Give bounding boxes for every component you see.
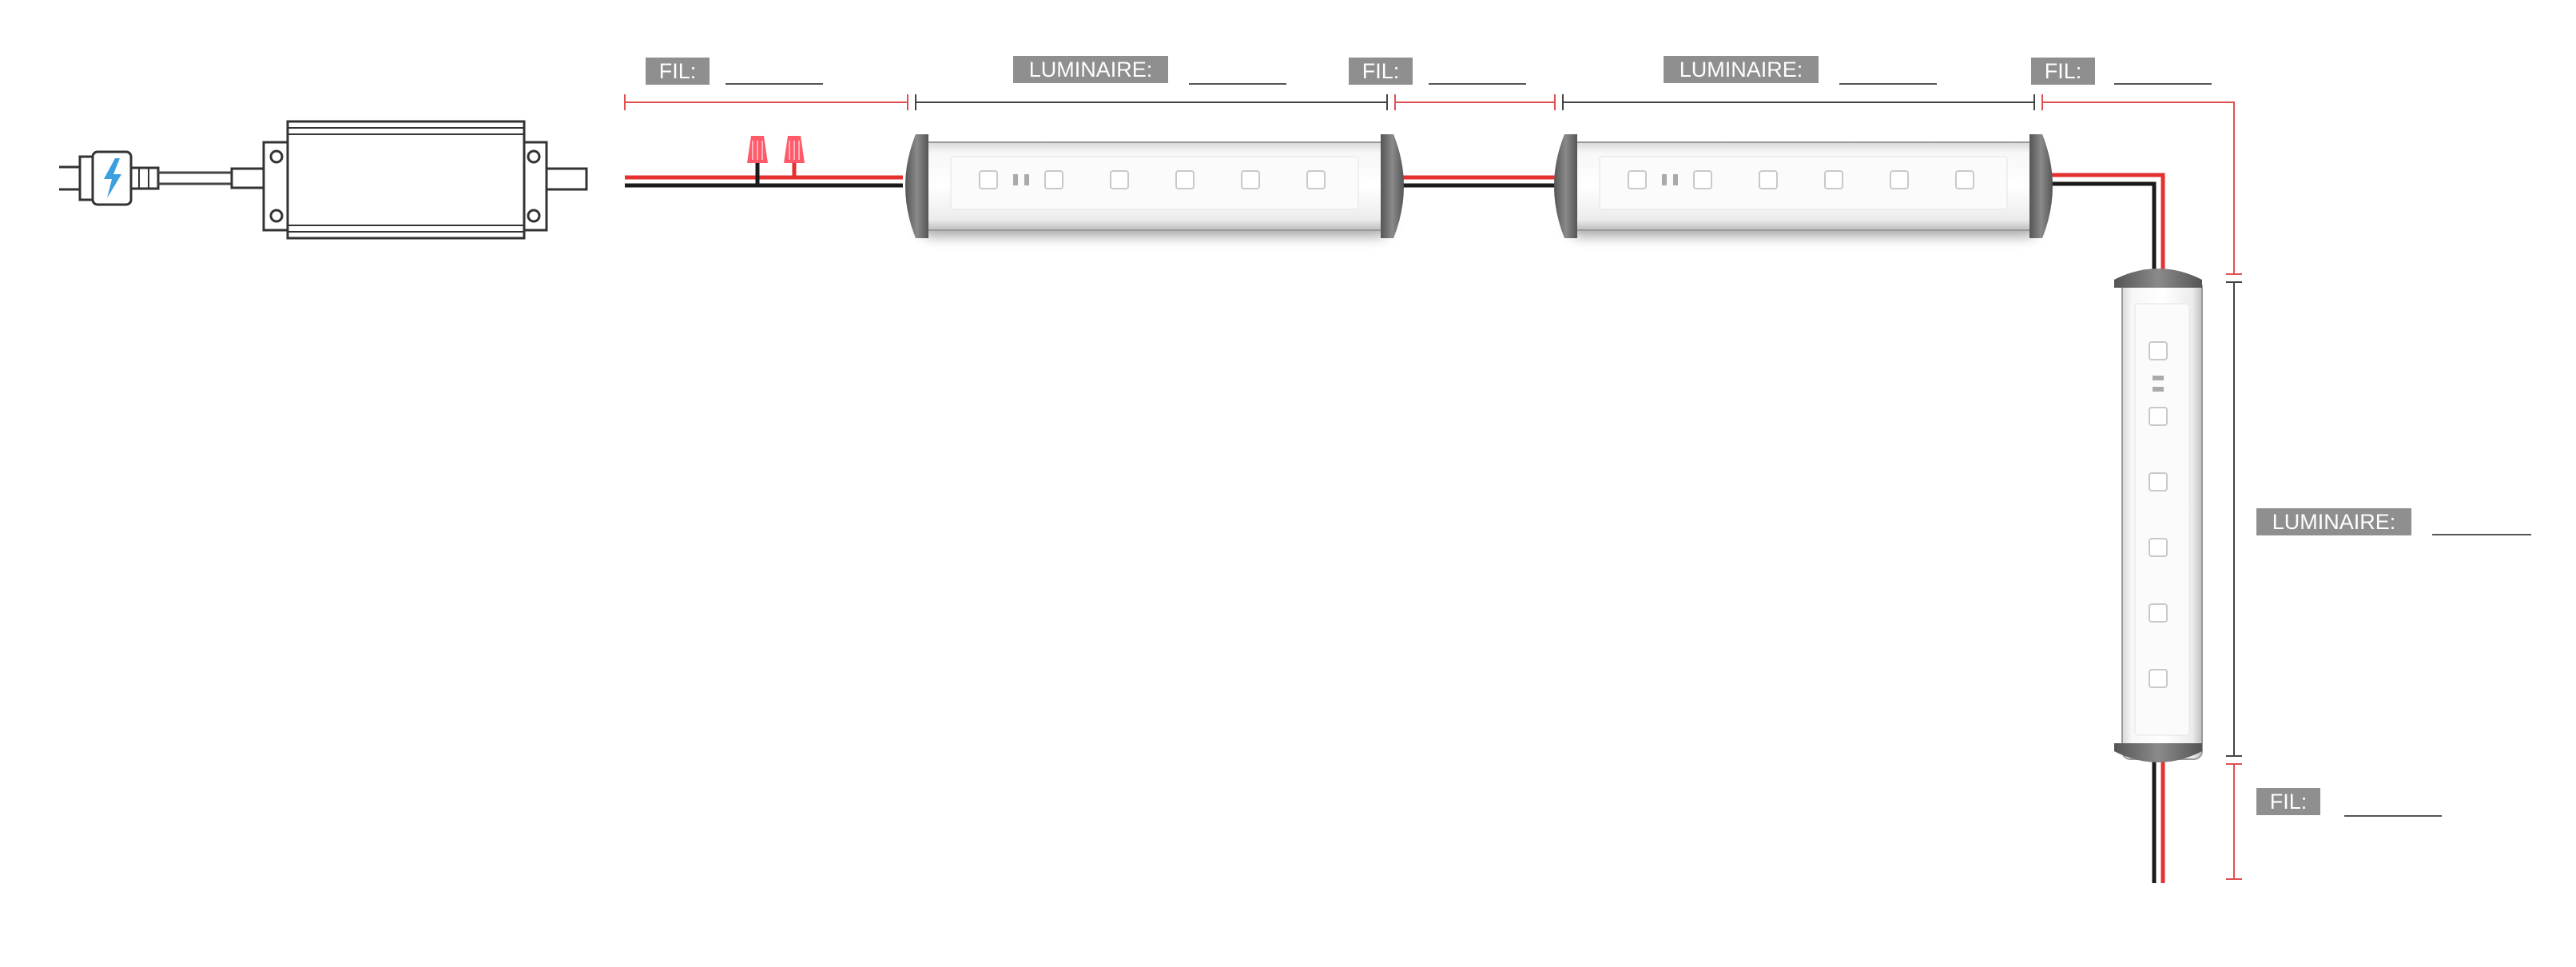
lightning-bolt-icon xyxy=(104,158,121,198)
wire-length-label-1: FIL: xyxy=(646,58,710,85)
luminaire-1 xyxy=(905,134,1404,238)
luminaire-length-blank-2 xyxy=(1839,83,1937,85)
output-wire-pair xyxy=(625,175,903,188)
wire-length-blank-1 xyxy=(725,83,823,85)
luminaire-2 xyxy=(1554,134,2053,238)
wire-length-blank-4 xyxy=(2344,815,2442,817)
led-chip-icon xyxy=(2149,341,2168,688)
end-cap xyxy=(2114,743,2202,762)
power-plug-icon xyxy=(59,150,160,206)
jumper-wire-1 xyxy=(1398,175,1556,188)
luminaire-length-blank-3 xyxy=(2432,534,2531,535)
dimension-luminaire-2 xyxy=(1562,94,2035,110)
end-cap xyxy=(2114,269,2202,288)
wire-length-blank-2 xyxy=(1429,83,1526,85)
end-cap xyxy=(2029,134,2053,238)
dimension-luminaire-1 xyxy=(915,94,1388,110)
wire-length-label-4: FIL: xyxy=(2256,788,2320,815)
end-cap xyxy=(1381,134,1404,238)
luminaire-3 xyxy=(2114,269,2203,762)
jumper-wire-2 xyxy=(2050,173,2165,276)
dimension-wire-4 xyxy=(2226,763,2242,880)
end-cap xyxy=(1554,134,1577,238)
led-driver-box xyxy=(262,120,588,240)
wire-nut-connector-icon xyxy=(784,136,805,177)
dimension-wire-2 xyxy=(1394,94,1556,110)
luminaire-length-label-3: LUMINAIRE: xyxy=(2256,508,2411,535)
dimension-luminaire-3 xyxy=(2226,281,2242,757)
led-chip-icon xyxy=(1628,170,1974,189)
wire-length-label-2: FIL: xyxy=(1349,58,1413,85)
end-cap xyxy=(905,134,928,238)
luminaire-length-label-1: LUMINAIRE: xyxy=(1013,56,1168,83)
luminaire-length-label-2: LUMINAIRE: xyxy=(1664,56,1819,83)
led-chip-icon xyxy=(979,170,1326,189)
tail-wire xyxy=(2152,759,2165,883)
luminaire-length-blank-1 xyxy=(1189,83,1286,85)
wire-length-blank-3 xyxy=(2114,83,2212,85)
wire-nut-connector-icon xyxy=(747,136,768,185)
dimension-wire-3 xyxy=(2041,94,2242,275)
wire-length-label-3: FIL: xyxy=(2031,58,2095,85)
dimension-wire-1 xyxy=(624,94,908,110)
